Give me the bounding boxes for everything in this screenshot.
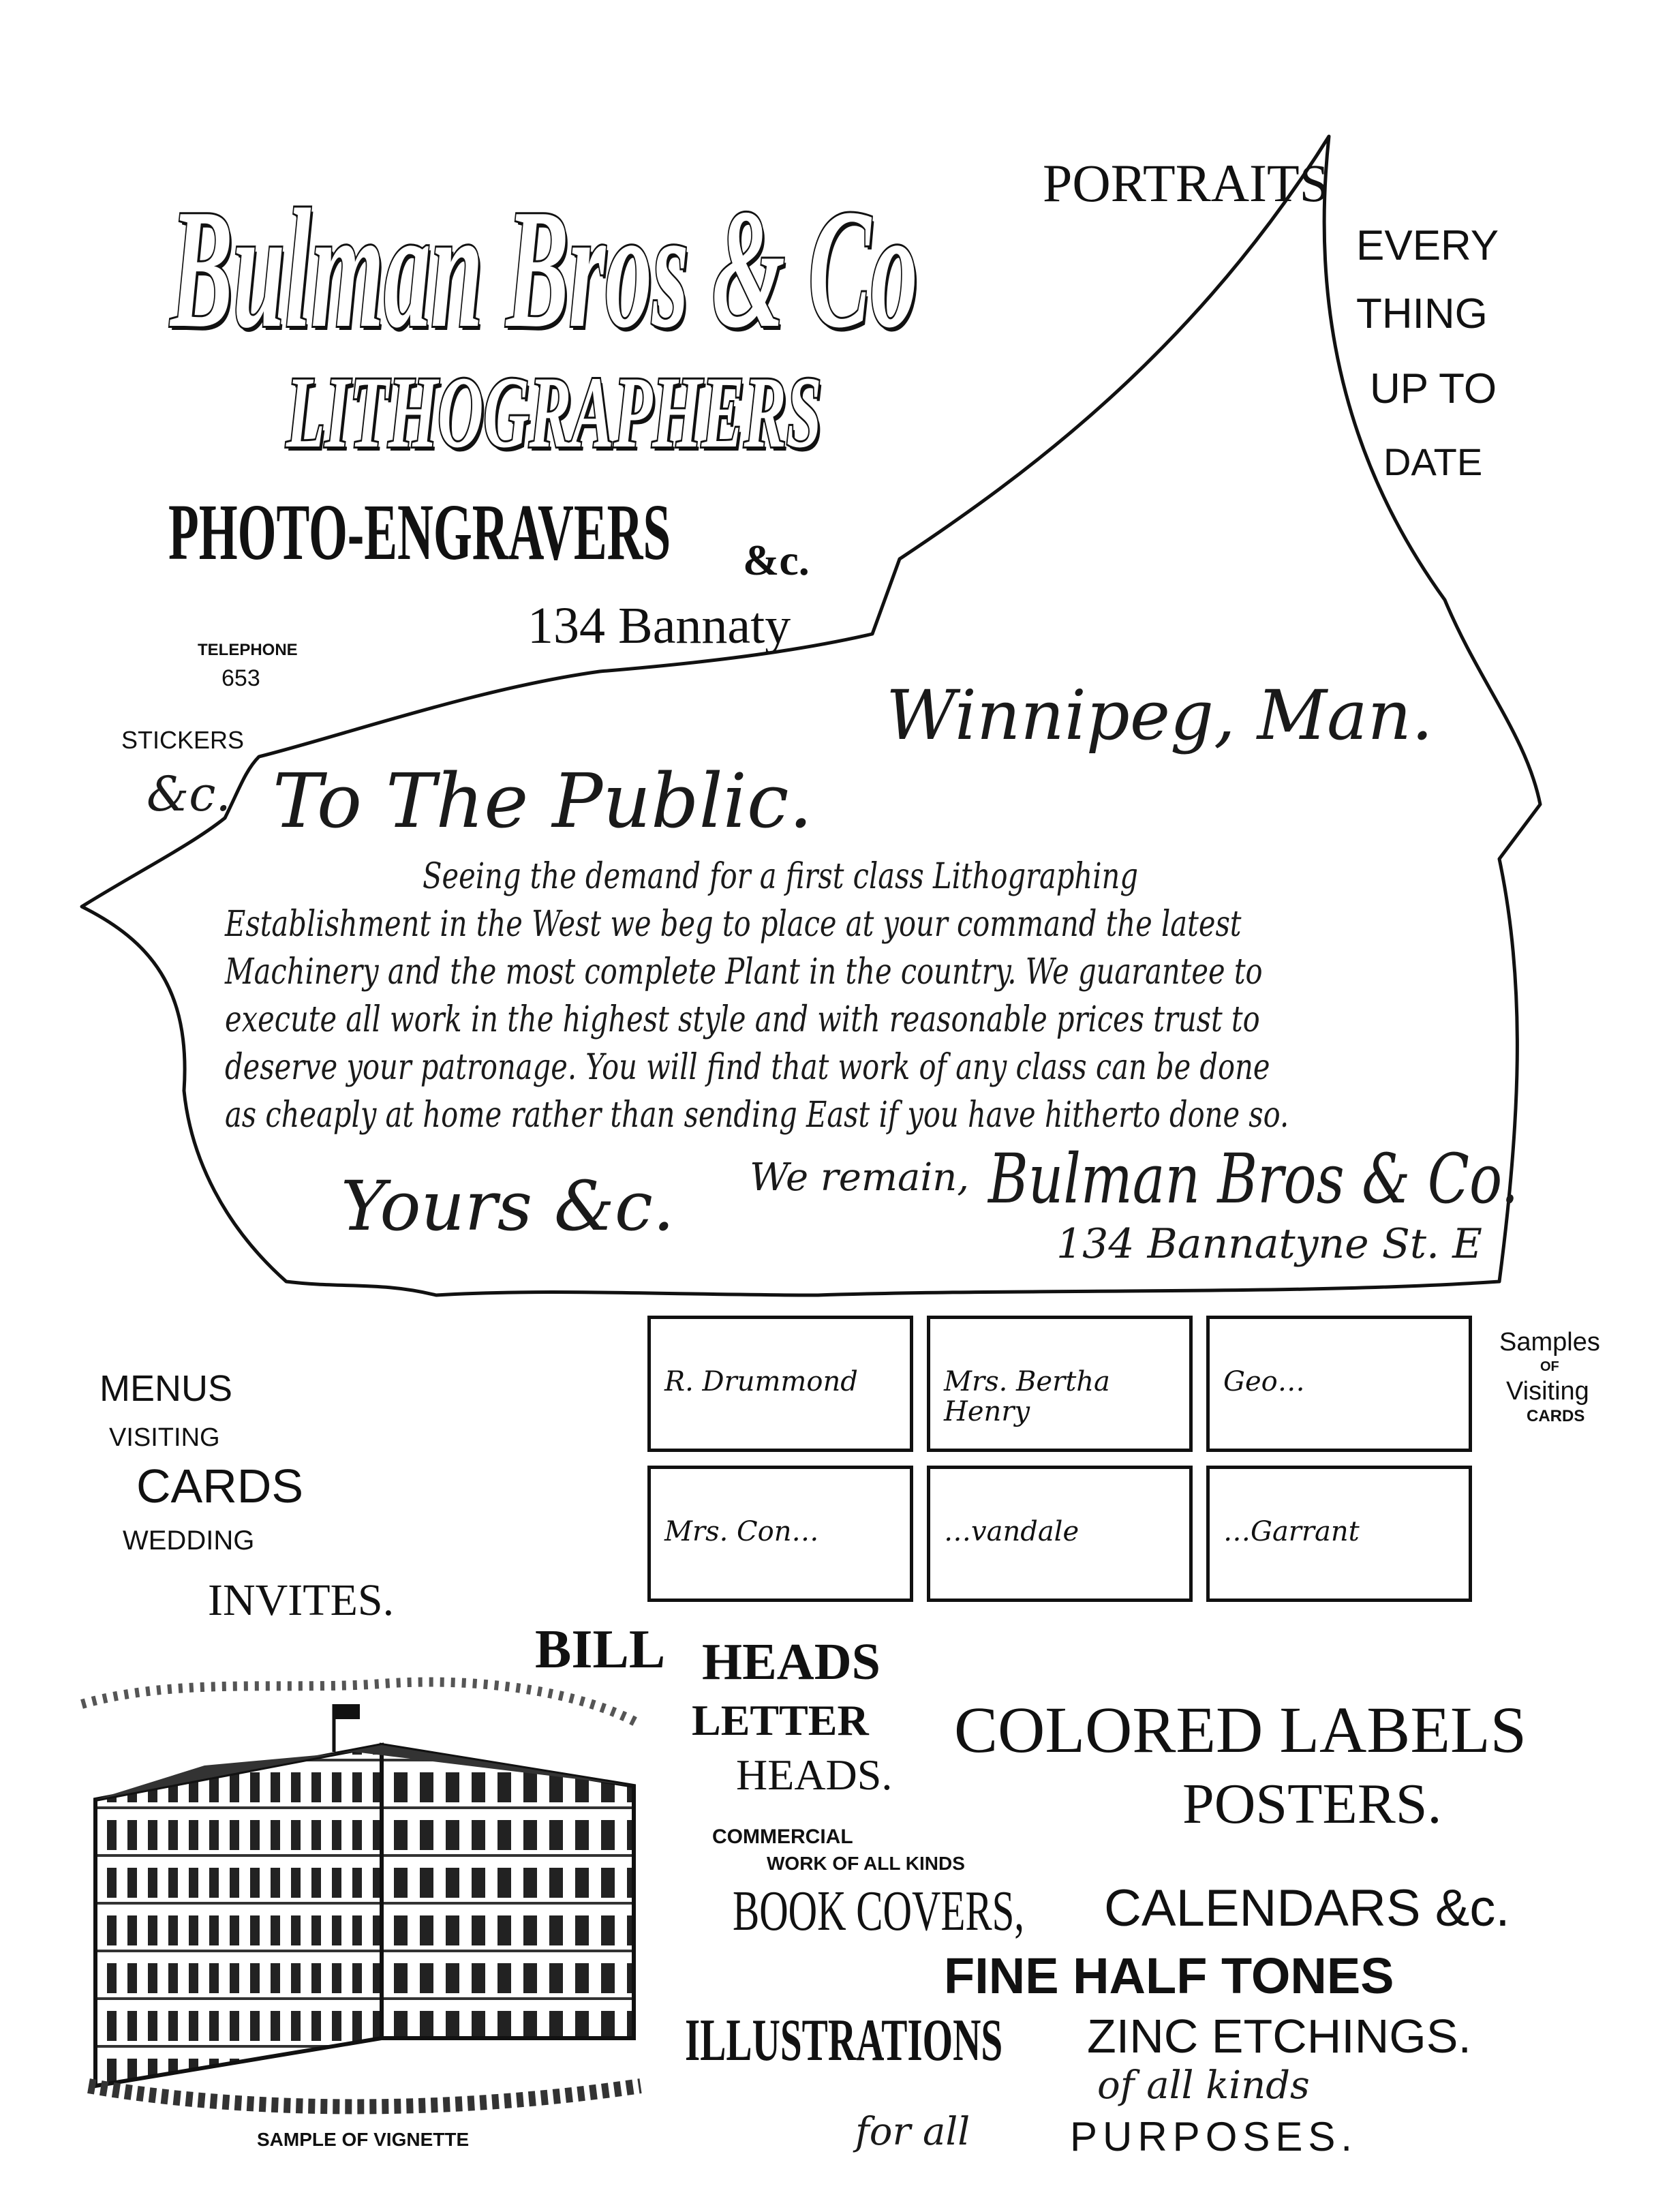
letter-line: deserve your patronage. You will find th…	[225, 1047, 1270, 1088]
samples-label: Samples	[1499, 1328, 1600, 1357]
letter-signature: Bulman Bros & Co.	[988, 1139, 1519, 1219]
heads-label: HEADS	[702, 1633, 880, 1691]
telephone-label: TELEPHONE	[198, 641, 298, 659]
letter-line: Machinery and the most complete Plant in…	[225, 952, 1263, 993]
wedding-label: WEDDING	[123, 1526, 255, 1556]
fine-half-tones-label: FINE HALF TONES	[944, 1948, 1394, 2004]
work-of-all-kinds-label: WORK OF ALL KINDS	[767, 1853, 965, 1874]
letter-place: Winnipeg, Man.	[886, 676, 1433, 755]
letter-line: Establishment in the West we beg to plac…	[225, 904, 1242, 945]
visiting-card: Mrs. Con…	[647, 1466, 913, 1602]
card-name: Geo…	[1223, 1366, 1305, 1397]
letter-yours: Yours &c.	[341, 1166, 675, 1246]
card-name: R. Drummond	[664, 1366, 858, 1397]
book-covers-label: BOOK COVERS,	[733, 1879, 1024, 1943]
date-label: DATE	[1383, 440, 1483, 483]
invites-label: INVITES.	[208, 1575, 395, 1625]
calendars-label: CALENDARS &c.	[1104, 1879, 1510, 1937]
trade-lithographers: LITHOGRAPHERS	[285, 356, 823, 469]
letter-line: Seeing the demand for a first class Lith…	[423, 856, 1138, 897]
visiting-card: …Garrant	[1206, 1466, 1472, 1602]
commercial-label: COMMERCIAL	[712, 1825, 853, 1848]
card-name: …vandale	[944, 1516, 1079, 1547]
visiting-card: Mrs. Bertha Henry	[927, 1316, 1193, 1452]
letter-line: execute all work in the highest style an…	[225, 999, 1260, 1040]
bill-label: BILL	[535, 1620, 666, 1680]
vignette-caption: SAMPLE OF VIGNETTE	[257, 2129, 470, 2150]
samples-of-label: OF	[1540, 1359, 1559, 1374]
menus-label: MENUS	[99, 1368, 233, 1409]
colored-labels: COLORED LABELS	[954, 1693, 1527, 1766]
header-etc: &c.	[743, 536, 810, 584]
letter-signature-address: 134 Bannatyne St. E	[1056, 1220, 1482, 1268]
visiting-card: Geo…	[1206, 1316, 1472, 1452]
letter-closing: We remain,	[750, 1155, 970, 1200]
visiting-card: …vandale	[927, 1466, 1193, 1602]
stickers-etc: &c.	[147, 766, 231, 822]
visiting-label: VISITING	[109, 1423, 220, 1452]
posters-label: POSTERS.	[1182, 1772, 1442, 1836]
illustrations-label: ILLUSTRATIONS	[685, 2008, 1003, 2074]
firm-name-logo: Bulman Bros & Co	[169, 175, 919, 363]
trade-photo-engravers: PHOTO-ENGRAVERS	[168, 487, 671, 577]
stickers-label: STICKERS	[121, 726, 245, 754]
letter-salutation: To The Public.	[273, 757, 813, 845]
up-to-label: UP TO	[1370, 365, 1497, 412]
samples-cards-label: CARDS	[1527, 1407, 1585, 1425]
for-all-label: for all	[855, 2110, 970, 2154]
zinc-etchings-label: ZINC ETCHINGS.	[1087, 2010, 1471, 2063]
purposes-label: PURPOSES.	[1070, 2114, 1358, 2160]
card-name: …Garrant	[1223, 1516, 1360, 1547]
thing-label: THING	[1356, 290, 1488, 337]
card-name: Mrs. Bertha Henry	[944, 1366, 1110, 1427]
of-all-kinds-label: of all kinds	[1097, 2063, 1310, 2108]
visiting-card: R. Drummond	[647, 1316, 913, 1452]
letter-line: as cheaply at home rather than sending E…	[225, 1095, 1289, 1136]
header-address: 134 Bannaty	[527, 597, 791, 654]
cards-label: CARDS	[136, 1459, 304, 1513]
samples-visiting-label: Visiting	[1506, 1377, 1589, 1406]
every-label: EVERY	[1356, 222, 1499, 269]
letter-heads-heads: HEADS.	[736, 1751, 893, 1799]
telephone-number: 653	[221, 665, 260, 691]
card-name: Mrs. Con…	[664, 1516, 819, 1547]
letter-heads-letter: LETTER	[692, 1696, 869, 1744]
portraits-label: PORTRAITS	[1043, 153, 1330, 213]
